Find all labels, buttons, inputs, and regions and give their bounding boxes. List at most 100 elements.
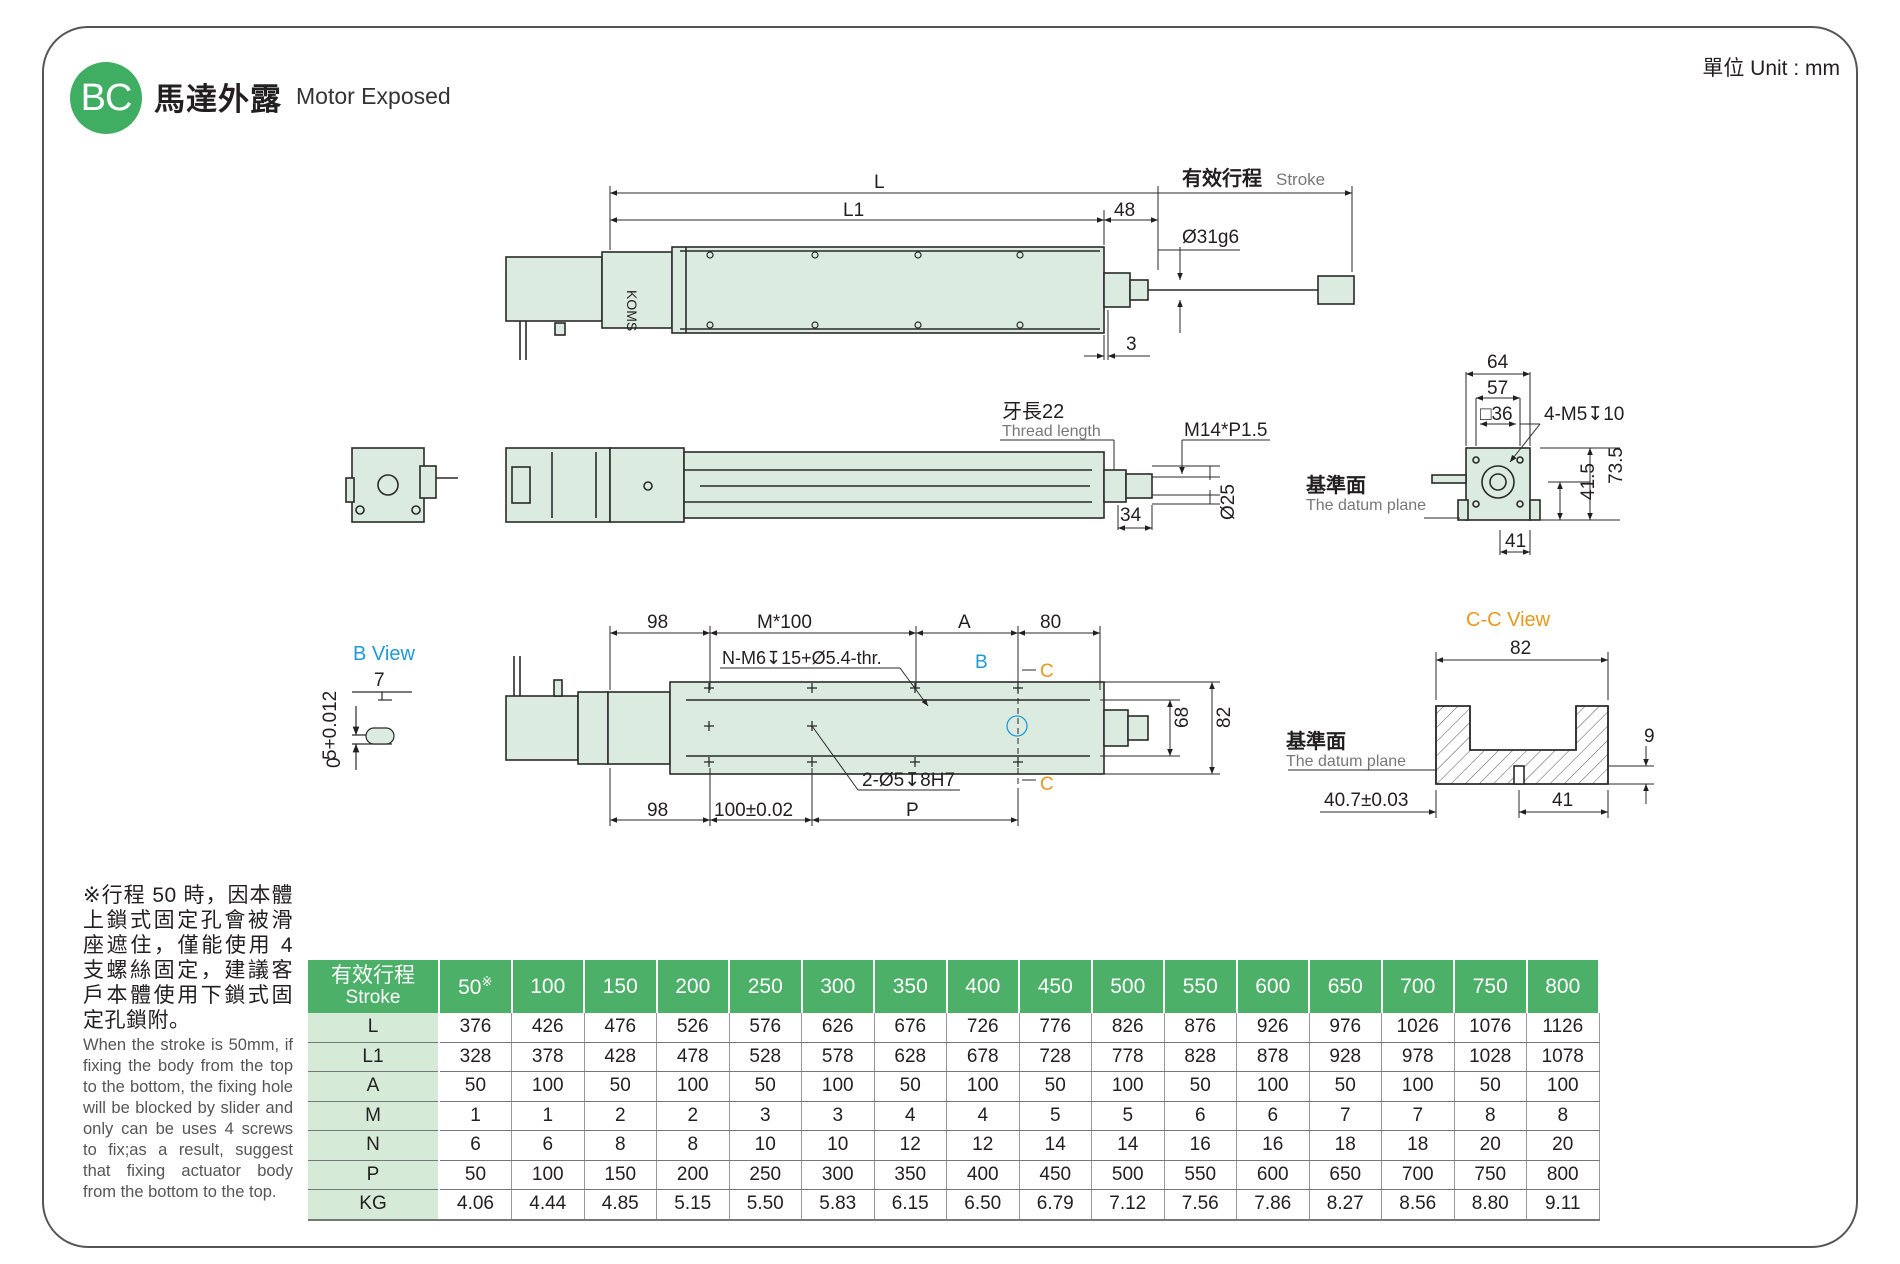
stroke-label-zh: 有效行程 bbox=[1182, 166, 1262, 190]
table-cell: 976 bbox=[1309, 1013, 1382, 1043]
dim-31g6: Ø31g6 bbox=[1182, 227, 1239, 248]
table-cell: 50 bbox=[874, 1071, 947, 1102]
table-cell: 550 bbox=[1164, 1160, 1237, 1190]
brand-logo: KOMS bbox=[624, 290, 640, 331]
table-cell: 50 bbox=[1019, 1071, 1092, 1102]
plan-view-dims bbox=[609, 626, 1220, 826]
table-cell: 4.44 bbox=[511, 1189, 585, 1221]
stroke-col-750: 750 bbox=[1454, 960, 1528, 1013]
dim-41-5: 41.5 bbox=[1578, 463, 1599, 500]
table-cell: 100 bbox=[946, 1071, 1020, 1102]
table-cell: 100 bbox=[511, 1160, 585, 1190]
table-cell: 726 bbox=[946, 1013, 1020, 1043]
row-label-KG: KG bbox=[308, 1189, 440, 1221]
table-cell: 6 bbox=[1236, 1101, 1310, 1131]
series-badge: BC bbox=[70, 62, 142, 134]
dim-m5: 4-M5↧10 bbox=[1544, 404, 1624, 425]
dim-L1: L1 bbox=[843, 200, 864, 221]
dim-7: 7 bbox=[374, 670, 385, 691]
table-cell: 12 bbox=[874, 1130, 947, 1161]
stroke-col-550: 550 bbox=[1164, 960, 1238, 1013]
table-cell: 100 bbox=[1381, 1071, 1455, 1102]
table-cell: 878 bbox=[1236, 1042, 1310, 1072]
table-cell: 6.79 bbox=[1019, 1189, 1092, 1221]
table-cell: 7 bbox=[1381, 1101, 1455, 1131]
table-cell: 600 bbox=[1236, 1160, 1310, 1190]
table-cell: 1 bbox=[439, 1101, 512, 1131]
table-cell: 3 bbox=[729, 1101, 802, 1131]
dim-m100: M*100 bbox=[757, 612, 812, 633]
table-cell: 100 bbox=[1526, 1071, 1600, 1102]
table-cell: 450 bbox=[1019, 1160, 1092, 1190]
stroke-col-250: 250 bbox=[729, 960, 803, 1013]
table-cell: 50 bbox=[729, 1071, 802, 1102]
table-cell: 2 bbox=[584, 1101, 657, 1131]
table-cell: 6.15 bbox=[874, 1189, 947, 1221]
stroke-col-650: 650 bbox=[1309, 960, 1383, 1013]
top-view bbox=[505, 246, 1355, 360]
table-cell: 2 bbox=[656, 1101, 730, 1131]
top-view-labels: L L1 48 有效行程 Stroke Ø31g6 3 bbox=[843, 166, 1325, 355]
cc-view-labels: C-C View 82 9 基準面 The datum plane 40.7±0… bbox=[1286, 609, 1655, 811]
page-frame bbox=[42, 26, 1858, 1248]
table-cell: 16 bbox=[1236, 1130, 1310, 1161]
table-cell: 100 bbox=[1091, 1071, 1165, 1102]
table-cell: 14 bbox=[1019, 1130, 1092, 1161]
row-label-L: L bbox=[308, 1013, 440, 1043]
thread-label-en: Thread length bbox=[1002, 423, 1101, 440]
plan-view bbox=[505, 656, 1149, 775]
tolerance-high: 5+0.012 bbox=[320, 691, 341, 760]
dim-68: 68 bbox=[1172, 707, 1193, 728]
row-label-A: A bbox=[308, 1071, 440, 1102]
table-cell: 476 bbox=[584, 1013, 657, 1043]
b-view bbox=[352, 691, 412, 770]
side-view-dims bbox=[1000, 439, 1270, 531]
stroke-col-350: 350 bbox=[874, 960, 948, 1013]
cc-view bbox=[1435, 705, 1609, 785]
b-view-labels: B View 7 5+0.012 0 bbox=[320, 643, 415, 768]
table-cell: 928 bbox=[1309, 1042, 1382, 1072]
dim-L: L bbox=[874, 172, 885, 193]
dim-9: 9 bbox=[1644, 726, 1655, 747]
table-cell: 8.80 bbox=[1454, 1189, 1527, 1221]
dim-cc-82: 82 bbox=[1510, 638, 1531, 659]
table-cell: 1026 bbox=[1381, 1013, 1455, 1043]
top-view-holes bbox=[706, 251, 1024, 329]
table-cell: 50 bbox=[439, 1160, 512, 1190]
cc-view-dims bbox=[1288, 652, 1654, 818]
dim-hole: 2-Ø5↧8H7 bbox=[862, 770, 955, 791]
table-cell: 18 bbox=[1381, 1130, 1455, 1161]
table-cell: 700 bbox=[1381, 1160, 1455, 1190]
stroke-note: ※行程 50 時，因本體上鎖式固定孔會被滑座遮住，僅能使用 4 支螺絲固定，建議… bbox=[83, 883, 293, 1203]
table-cell: 426 bbox=[511, 1013, 585, 1043]
table-cell: 676 bbox=[874, 1013, 947, 1043]
dim-98-bottom: 98 bbox=[647, 800, 668, 821]
table-cell: 1076 bbox=[1454, 1013, 1527, 1043]
plan-view-labels: 98 M*100 A 80 N-M6↧15+Ø5.4-thr. B C C 68… bbox=[647, 612, 1235, 821]
stroke-col-400: 400 bbox=[946, 960, 1020, 1013]
table-cell: 5 bbox=[1019, 1101, 1092, 1131]
dim-100: 100±0.02 bbox=[714, 800, 793, 821]
stroke-col-150: 150 bbox=[584, 960, 658, 1013]
unit-label: 單位 Unit : mm bbox=[1702, 57, 1840, 80]
table-cell: 9.11 bbox=[1526, 1189, 1600, 1221]
dim-m14: M14*P1.5 bbox=[1184, 420, 1267, 441]
table-cell: 50 bbox=[1309, 1071, 1382, 1102]
table-cell: 18 bbox=[1309, 1130, 1382, 1161]
title-chinese: 馬達外露 bbox=[154, 82, 282, 117]
table-cell: 5.15 bbox=[656, 1189, 730, 1221]
dim-sq36: □36 bbox=[1480, 404, 1513, 425]
side-view bbox=[505, 447, 1153, 523]
title-english: Motor Exposed bbox=[296, 83, 451, 109]
table-cell: 7.56 bbox=[1164, 1189, 1237, 1221]
table-cell: 428 bbox=[584, 1042, 657, 1072]
note-english: When the stroke is 50mm, if fixing the b… bbox=[83, 1036, 293, 1201]
table-cell: 826 bbox=[1091, 1013, 1165, 1043]
table-cell: 50 bbox=[1454, 1071, 1527, 1102]
table-cell: 800 bbox=[1526, 1160, 1600, 1190]
datum-label-en: The datum plane bbox=[1306, 497, 1426, 514]
table-cell: 100 bbox=[656, 1071, 730, 1102]
dim-cc-41: 41 bbox=[1552, 790, 1573, 811]
